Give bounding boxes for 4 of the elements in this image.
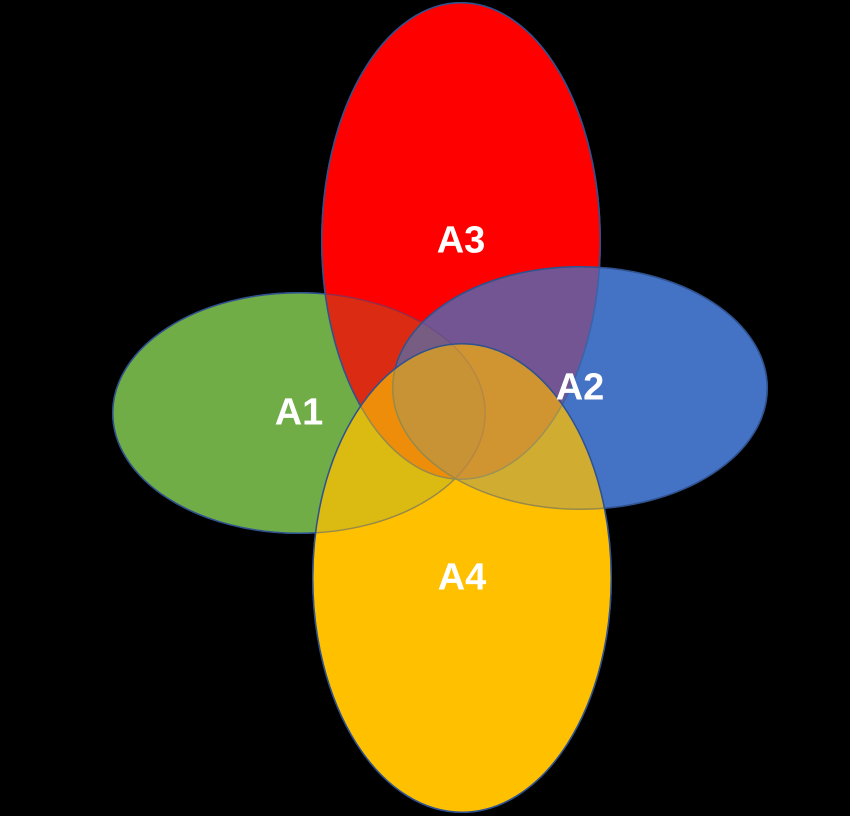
ellipse-label: A2 — [556, 366, 604, 410]
ellipse-label: A3 — [436, 220, 486, 262]
ellipse-label: A1 — [274, 392, 324, 434]
ellipse-label: A4 — [438, 556, 486, 600]
